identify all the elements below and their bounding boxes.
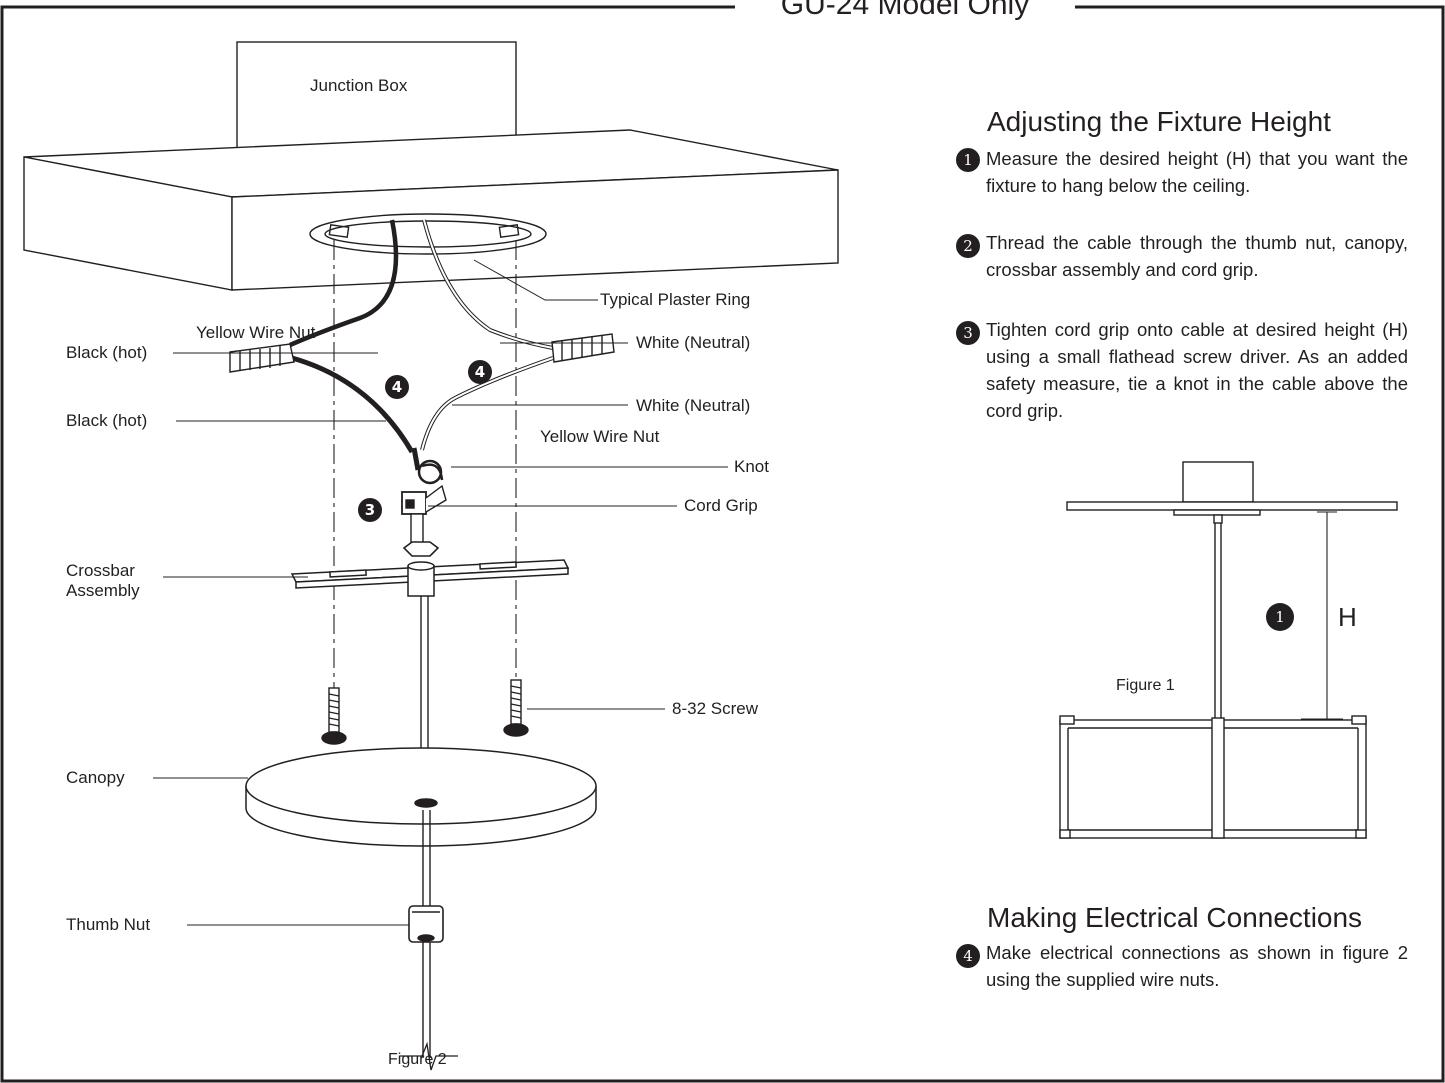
black-fixture-wire [291, 355, 415, 454]
step-3-number: 3 [956, 321, 980, 345]
black-supply-wire [289, 219, 399, 348]
figure2-caption: Figure 2 [388, 1051, 447, 1068]
marker-step-4-left: 4 [385, 375, 409, 399]
junction-box [236, 41, 517, 156]
label-black-hot-2: Black (hot) [66, 411, 148, 430]
marker-step-3: 3 [358, 498, 382, 522]
fig1-ceiling [1066, 501, 1398, 511]
label-yellow-wire-nut-bottom: Yellow Wire Nut [540, 427, 660, 446]
label-screw: 8-32 Screw [672, 699, 758, 718]
label-crossbar-line1: Crossbar [66, 561, 135, 580]
figure1-marker: 1 [1266, 603, 1294, 631]
page-title: GU-24 Model Only [735, 0, 1075, 24]
section-title-electrical: Making Electrical Connections [987, 902, 1363, 933]
label-cord-grip: Cord Grip [684, 496, 758, 515]
step-1-text: Measure the desired height (H) that you … [986, 148, 1408, 196]
step-4-text: Make electrical connections as shown in … [986, 942, 1408, 990]
figure1-caption: Figure 1 [1116, 677, 1175, 694]
wire-nut-left [229, 343, 295, 373]
label-junction-box: Junction Box [310, 76, 408, 95]
figure1-height-label: H [1338, 602, 1357, 632]
label-yellow-wire-nut-top: Yellow Wire Nut [196, 323, 316, 342]
screw-left [321, 687, 347, 745]
label-knot: Knot [734, 457, 769, 476]
section-title-height: Adjusting the Fixture Height [987, 106, 1331, 137]
plaster-ring-inner [324, 220, 532, 248]
figure1-diagram [1059, 461, 1398, 839]
thumb-nut [408, 905, 444, 943]
step-2-number: 2 [956, 234, 980, 258]
step-1-number: 1 [956, 148, 980, 172]
figure2-diagram [23, 41, 839, 1071]
label-black-hot-1: Black (hot) [66, 343, 148, 362]
wire-nut-right [551, 333, 615, 363]
screw-right [503, 679, 529, 737]
marker-step-4-right: 4 [468, 360, 492, 384]
canopy [245, 747, 597, 847]
step-3-text: Tighten cord grip onto cable at desired … [986, 319, 1408, 421]
step-2-text: Thread the cable through the thumb nut, … [986, 232, 1408, 280]
step-4-number: 4 [956, 944, 980, 968]
label-canopy: Canopy [66, 768, 125, 787]
label-white-neutral-2: White (Neutral) [636, 396, 751, 415]
label-white-neutral-1: White (Neutral) [636, 333, 751, 352]
label-plaster-ring: Typical Plaster Ring [600, 290, 751, 309]
crossbar [290, 559, 570, 597]
label-thumb-nut: Thumb Nut [66, 915, 151, 934]
fig1-junction-box [1182, 461, 1254, 503]
label-crossbar-line2: Assembly [66, 581, 140, 600]
